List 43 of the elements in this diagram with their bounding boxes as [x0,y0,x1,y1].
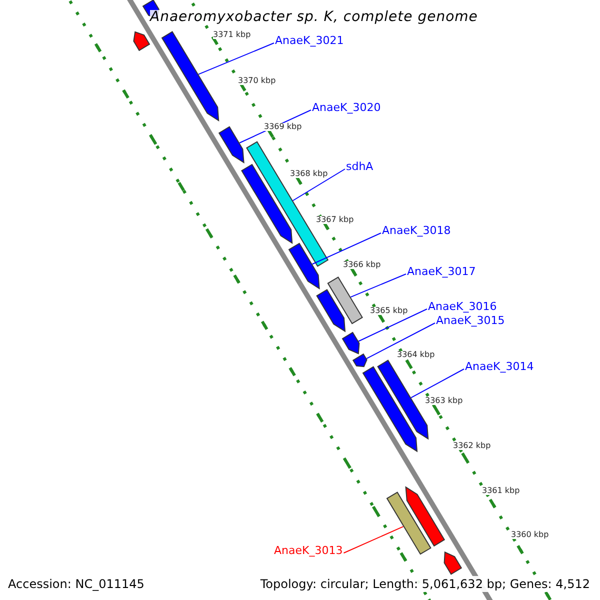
tick-label: 3370 kbp [238,77,276,85]
leader-line [358,308,428,342]
gene-label: AnaeK_3016 [428,301,497,312]
gene-feature [362,366,418,452]
tick-label: 3367 kbp [316,216,354,224]
tick-label: 3360 kbp [511,531,549,539]
gene-label: AnaeK_3014 [465,361,534,372]
gene-feature [444,551,462,575]
gene-label: AnaeK_3013 [274,545,343,556]
leader-line [366,322,436,360]
gene-feature [133,31,150,52]
gene-feature [218,126,244,164]
tick-label: 3365 kbp [370,307,408,315]
leader-line [350,274,406,298]
gene-feature [327,276,363,324]
gene-label: AnaeK_3020 [312,102,381,113]
tick-label: 3366 kbp [343,261,381,269]
gene-label: AnaeK_3018 [382,225,451,236]
gene-feature [386,492,432,555]
leader-line [410,368,464,398]
title: Anaeromyxobacter sp. K, complete genome [150,10,478,24]
gene-feature [288,242,320,290]
leader-line [292,168,346,202]
gene-feature [352,353,368,368]
gene-label: sdhA [346,161,374,172]
gene-feature [316,289,346,332]
accession-text: Accession: NC_011145 [8,576,144,592]
tick-label: 3361 kbp [482,487,520,495]
tick-label: 3364 kbp [397,351,435,359]
tick-label: 3369 kbp [264,123,302,131]
gene-label: AnaeK_3015 [436,315,505,326]
summary-text: Topology: circular; Length: 5,061,632 bp; Genes: 4,512 [260,576,590,592]
leader-line [312,232,382,265]
leader-line [343,526,404,554]
gene-feature [342,332,360,354]
tick-label: 3362 kbp [453,442,491,450]
tick-label: 3371 kbp [213,31,251,39]
gene-label: AnaeK_3017 [407,266,476,277]
gene-feature [405,486,446,547]
tick-label: 3363 kbp [425,397,463,405]
gene-label: AnaeK_3021 [275,35,344,46]
tick-label: 3368 kbp [290,170,328,178]
leader-line [198,42,274,75]
